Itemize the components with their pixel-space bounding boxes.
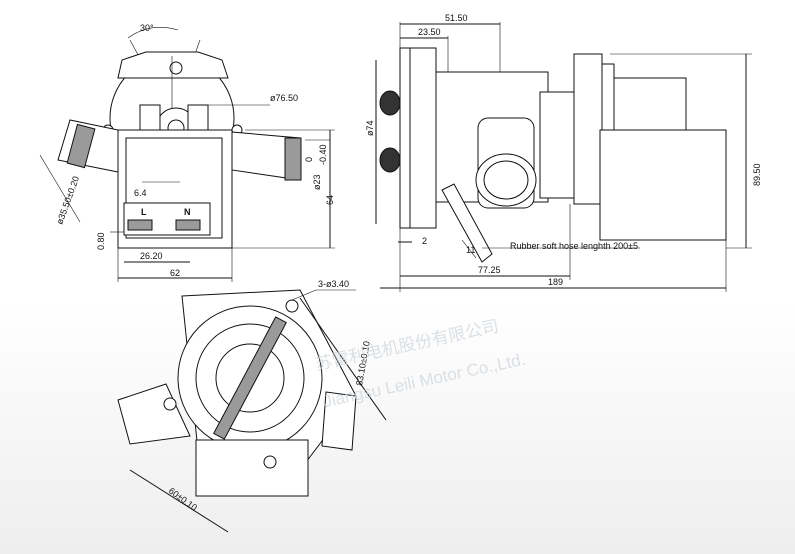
terminal-n-label: N	[184, 207, 191, 217]
bottom-outlet	[321, 391, 357, 451]
pump-mid	[539, 91, 577, 199]
side-outlet-inner	[483, 160, 529, 200]
bottom-blade	[213, 316, 287, 440]
bottom-view: 3-ø3.40 83.10±0.10 60±0.10	[117, 279, 387, 533]
port-dim-line	[39, 154, 81, 223]
outlet-end	[284, 137, 302, 181]
terminal-cover	[599, 129, 727, 241]
port-diameter-label: ø35.50±0.20	[54, 175, 81, 226]
holes-leader	[291, 289, 317, 301]
pin-label: 6.4	[134, 188, 147, 198]
seal-lobe-bottom	[379, 147, 401, 173]
small-offset-label: 2	[422, 236, 427, 246]
hose-offset-leader	[461, 239, 477, 259]
watermark: 苏雷利电机股份有限公司 Jiangsu Leili Motor Co.,Ltd.	[314, 317, 527, 412]
side-flange	[399, 47, 411, 229]
side-seal-ring	[409, 47, 437, 229]
clip-right	[187, 104, 209, 134]
bottom-screw-top-icon	[285, 299, 299, 313]
clip-left	[139, 104, 161, 134]
pcd-dim-line	[299, 297, 387, 421]
diameter-label: ø76.50	[270, 93, 298, 103]
bottom-terminal-box	[195, 439, 309, 497]
spacing-label-bottom: 60±0.10	[167, 486, 199, 513]
top-screw-icon	[169, 61, 183, 75]
side-view: 51.50 23.50 ø74 Rubber soft hose lenghth…	[365, 13, 762, 292]
offset-label: 0.80	[96, 232, 106, 250]
motor-stack	[573, 53, 603, 205]
length-inner-label: 23.50	[418, 27, 441, 37]
terminal-l-label: L	[141, 207, 147, 217]
body-diameter-label: ø74	[365, 120, 375, 136]
height-label: 64	[325, 195, 335, 205]
spacing-dim-line-bottom	[129, 469, 229, 533]
angle-label: 30°	[140, 23, 154, 33]
side-height-label: 89.50	[752, 163, 762, 186]
seal-lobe-top	[379, 90, 401, 116]
spacing-label: 26.20	[140, 251, 163, 261]
width-label: 62	[170, 268, 180, 278]
outlet-tol-lower: -0.40	[318, 144, 328, 165]
holes-label: 3-ø3.40	[318, 279, 349, 289]
terminal-n-contact	[175, 219, 201, 231]
inlet-ring	[66, 123, 96, 169]
outlet-diameter-label: ø23	[312, 174, 322, 190]
front-view: 30° ø76.50 ø35.50±0.20 ø23 0 -0.40	[39, 23, 335, 282]
length-top-label: 51.50	[445, 13, 468, 23]
center-length-label: 77.25	[478, 265, 501, 275]
outlet-tol-upper: 0	[304, 157, 314, 162]
hose-note: Rubber soft hose lenghth 200±5	[510, 241, 638, 251]
total-length-label: 189	[548, 277, 563, 287]
rubber-hose	[441, 183, 493, 263]
bottom-screw-bottom-icon	[263, 455, 277, 469]
angle-arc	[127, 27, 179, 39]
bottom-screw-left-icon	[163, 397, 177, 411]
terminal-l-contact	[127, 219, 153, 231]
hose-offset-label: 11	[466, 245, 475, 255]
